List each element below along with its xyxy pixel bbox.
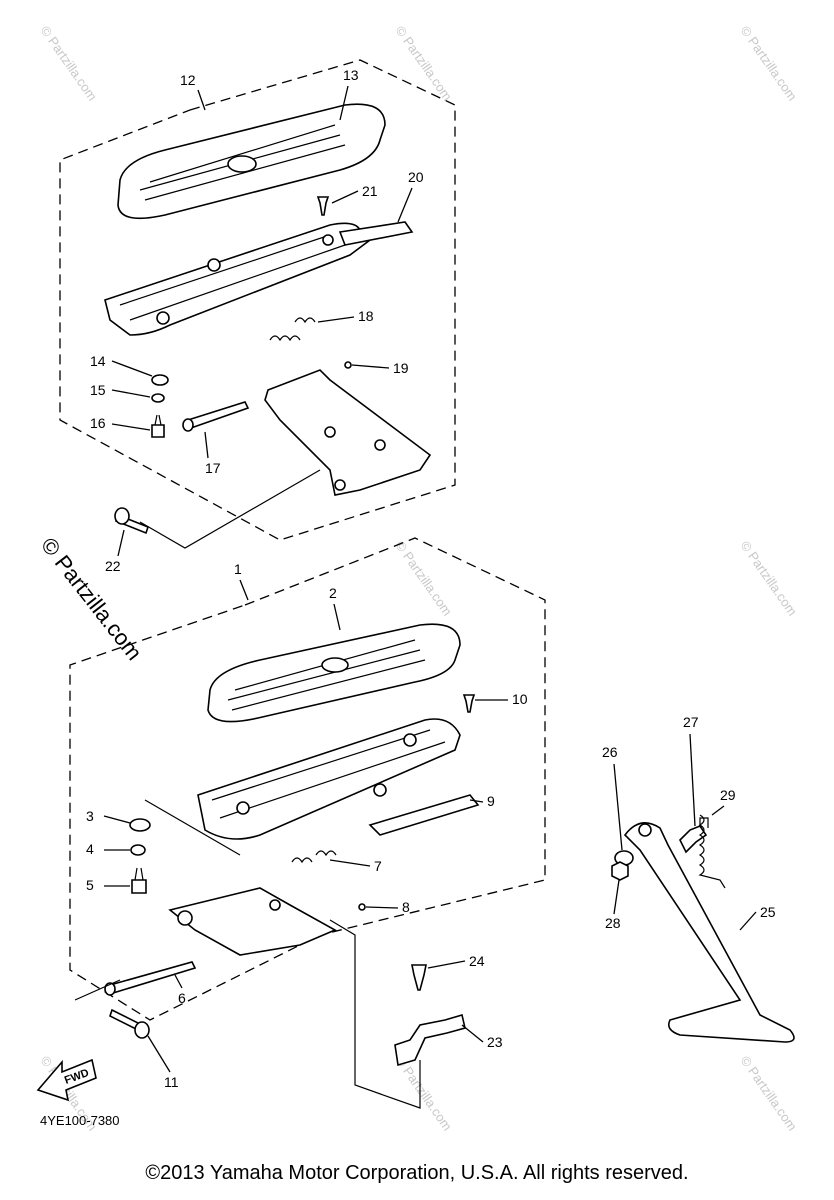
callout-label: 26 xyxy=(602,744,618,760)
callout-leader xyxy=(469,799,484,803)
part-code: 4YE100-7380 xyxy=(40,1113,120,1128)
watermark: © Partzilla.com xyxy=(738,1053,801,1133)
callout-leader xyxy=(174,974,183,989)
callout-label: 18 xyxy=(358,308,374,324)
callout-label: 17 xyxy=(205,460,221,476)
callout-label: 28 xyxy=(605,915,621,931)
watermark: © Partzilla.com xyxy=(738,23,801,103)
callout-label: 11 xyxy=(164,1074,179,1090)
callout-label: 2 xyxy=(329,585,337,601)
callout-label: 12 xyxy=(180,72,196,88)
callout-leader xyxy=(427,960,466,969)
callout-leader xyxy=(711,805,725,816)
callout-leader xyxy=(239,579,249,601)
callout-leader xyxy=(397,187,413,223)
callout-label: 3 xyxy=(86,808,94,824)
callout-leader xyxy=(613,879,620,915)
callout-label: 23 xyxy=(487,1034,503,1050)
callout-leader xyxy=(613,763,623,851)
callout-label: 14 xyxy=(90,353,106,369)
callout-leader xyxy=(103,815,131,824)
callout-leader xyxy=(197,89,206,111)
watermark: © Partzilla.com xyxy=(393,23,456,103)
callout-label: 7 xyxy=(374,858,382,874)
callout-leader xyxy=(739,911,757,931)
callout-label: 16 xyxy=(90,415,106,431)
callout-label: 25 xyxy=(760,904,776,920)
callout-leader xyxy=(689,733,696,827)
callout-label: 5 xyxy=(86,877,94,893)
callout-leader xyxy=(111,389,151,398)
callout-leader xyxy=(117,529,125,557)
sidestand-group xyxy=(611,814,795,1043)
callout-leader xyxy=(331,190,359,204)
lower-floorboard-assembly xyxy=(69,537,546,1109)
callout-leader xyxy=(317,316,355,323)
callout-label: 21 xyxy=(362,183,378,199)
watermark-main: © Partzilla.com xyxy=(36,533,147,665)
callout-label: 6 xyxy=(178,990,186,1006)
callout-label: 22 xyxy=(105,558,121,574)
watermark: © Partzilla.com xyxy=(38,23,101,103)
callout-leader xyxy=(351,364,390,369)
fwd-arrow: FWD xyxy=(36,1058,97,1102)
callout-label: 24 xyxy=(469,953,485,969)
callout-label: 27 xyxy=(683,714,699,730)
copyright-notice: ©2013 Yamaha Motor Corporation, U.S.A. A… xyxy=(145,1162,689,1184)
callout-leader xyxy=(333,603,341,631)
callout-label: 29 xyxy=(720,787,736,803)
callout-leader xyxy=(461,1024,484,1043)
watermark: © Partzilla.com xyxy=(393,1053,456,1133)
callout-label: 20 xyxy=(408,169,424,185)
upper-floorboard-assembly xyxy=(59,59,456,549)
callout-label: 15 xyxy=(90,382,106,398)
callout-label: 4 xyxy=(86,841,94,857)
callout-leader xyxy=(339,85,349,121)
watermark: © Partzilla.com xyxy=(738,538,801,618)
callout-label: 19 xyxy=(393,360,409,376)
callout-leader xyxy=(111,360,153,377)
callout-leader xyxy=(147,1035,171,1073)
callout-label: 10 xyxy=(512,691,528,707)
watermark: © Partzilla.com xyxy=(393,538,456,618)
callout-label: 8 xyxy=(402,899,410,915)
callout-leader xyxy=(365,906,399,909)
callout-leader xyxy=(111,423,151,431)
callout-label: 9 xyxy=(487,793,495,809)
callout-label: 1 xyxy=(234,561,242,577)
callout-label: 13 xyxy=(343,67,359,83)
callout-leader xyxy=(204,431,209,459)
callout-leader xyxy=(329,859,371,867)
